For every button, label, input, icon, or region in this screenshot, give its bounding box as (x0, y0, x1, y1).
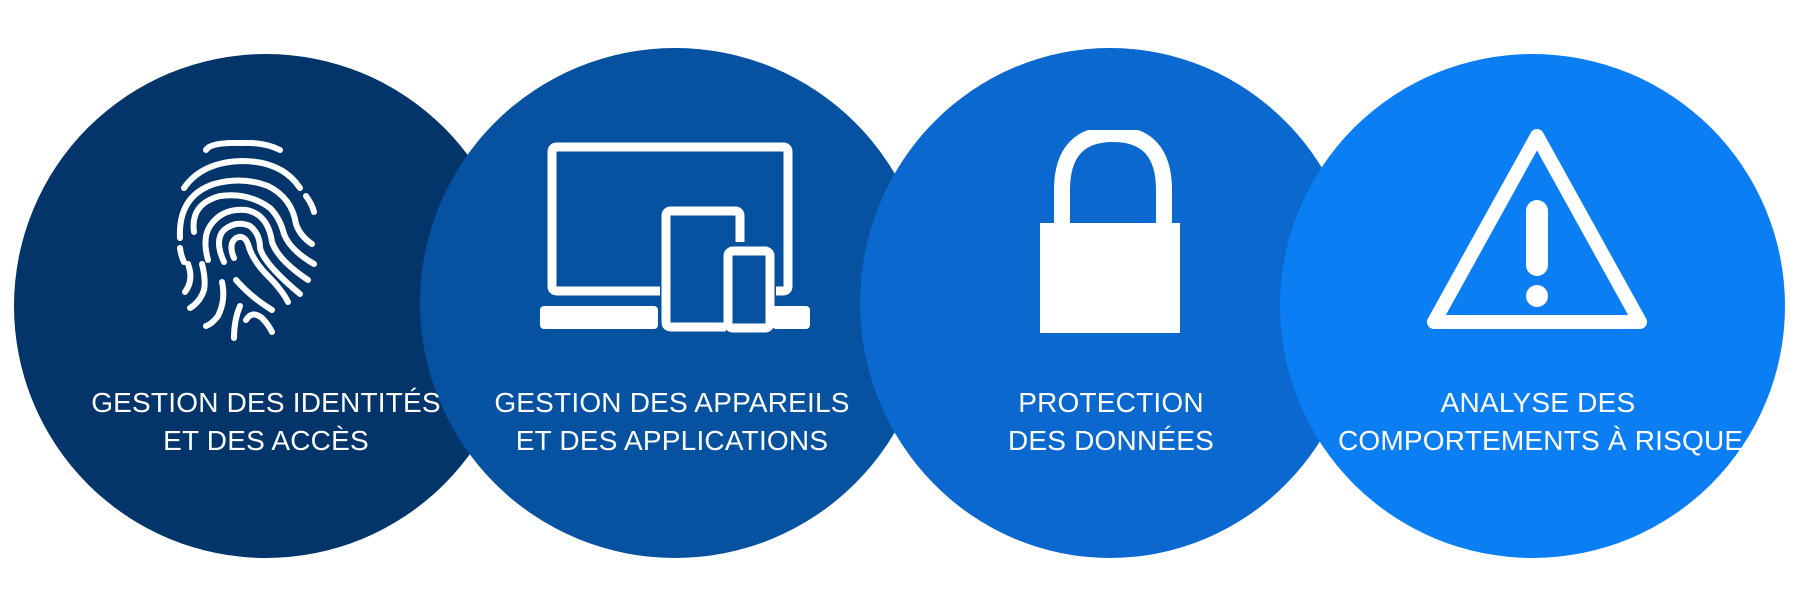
pillar-label-line: DES DONNÉES (1007, 425, 1215, 456)
pillar-label-data: PROTECTION DES DONNÉES (911, 384, 1311, 460)
pillar-label-line: GESTION DES APPAREILS (494, 387, 850, 418)
pillar-label-risk: ANALYSE DES COMPORTEMENTS À RISQUE (1338, 384, 1744, 460)
fingerprint-icon (172, 140, 332, 345)
pillar-label-devices: GESTION DES APPAREILS ET DES APPLICATION… (472, 384, 872, 460)
pillar-label-line: COMPORTEMENTS À RISQUE (1338, 425, 1744, 456)
pillar-circle-devices (420, 48, 930, 558)
pillar-label-line: PROTECTION (1018, 387, 1204, 418)
pillar-label-identity: GESTION DES IDENTITÉS ET DES ACCÈS (66, 384, 466, 460)
pillar-label-line: ANALYSE DES (1440, 387, 1636, 418)
pillar-label-line: ET DES APPLICATIONS (515, 425, 829, 456)
warning-icon (1422, 128, 1652, 335)
pillar-label-line: ET DES ACCÈS (163, 425, 369, 456)
devices-icon (540, 140, 810, 335)
padlock-icon (1038, 130, 1188, 335)
pillar-label-line: GESTION DES IDENTITÉS (91, 387, 441, 418)
